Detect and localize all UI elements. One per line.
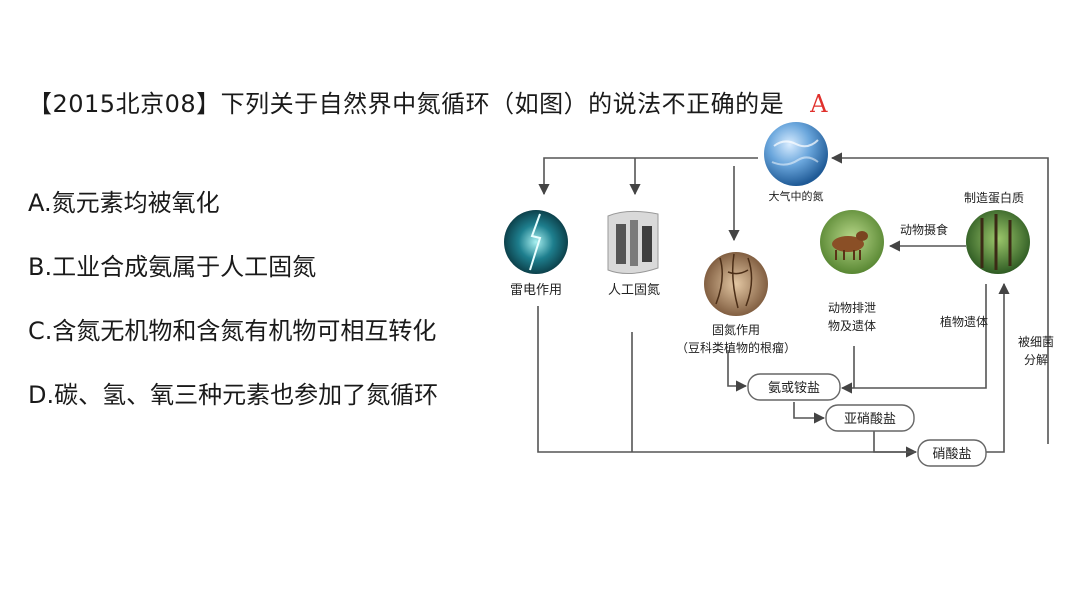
label-industrial: 人工固氮 [608, 283, 660, 298]
option-b[interactable]: B.工业合成氨属于人工固氮 [28, 250, 438, 314]
nitrogen-cycle-diagram: 大气中的氮 雷电作用 人工固氮 固氮作用 （豆科类植物的根瘤） 动物排泄 物及遗… [498, 122, 1080, 472]
question-stem: 【2015北京08】下列关于自然界中氮循环（如图）的说法不正确的是 A [28, 84, 828, 119]
forest-icon [966, 210, 1030, 274]
label-ammonia: 氨或铵盐 [768, 381, 820, 396]
answer-mark: A [810, 90, 828, 118]
arrow-nitrate-to-plants [986, 284, 1004, 452]
label-animal-excretion-2: 物及遗体 [828, 319, 876, 333]
option-c[interactable]: C.含氮无机物和含氮有机物可相互转化 [28, 314, 438, 378]
label-fixation-1: 固氮作用 [712, 322, 760, 337]
option-a[interactable]: A.氮元素均被氧化 [28, 186, 438, 250]
factory-icon [608, 211, 658, 273]
label-bacteria-1: 被细菌 [1018, 335, 1054, 349]
label-plant-remains: 植物遗体 [940, 314, 988, 329]
label-atmosphere: 大气中的氮 [769, 189, 824, 203]
label-lightning: 雷电作用 [510, 283, 562, 298]
label-animal-intake: 动物摄食 [900, 222, 948, 237]
label-animal-excretion-1: 动物排泄 [828, 301, 876, 315]
question-text: 【2015北京08】下列关于自然界中氮循环（如图）的说法不正确的是 [28, 90, 784, 118]
option-list: A.氮元素均被氧化 B.工业合成氨属于人工固氮 C.含氮无机物和含氮有机物可相互… [28, 186, 438, 442]
label-nitrite: 亚硝酸盐 [844, 412, 896, 427]
label-protein: 制造蛋白质 [964, 190, 1024, 205]
earth-globe-icon [764, 122, 828, 186]
lightning-icon [504, 210, 568, 274]
root-nodule-icon [704, 252, 768, 316]
arrow-fixation-to-ammonia [728, 350, 746, 386]
label-bacteria-2: 分解 [1024, 353, 1048, 367]
arrow-plant-remains-to-ammonia [842, 284, 986, 388]
arrow-ammonia-to-nitrite [794, 402, 824, 418]
arrow-to-lightning [544, 158, 758, 194]
label-nitrate: 硝酸盐 [932, 447, 971, 462]
option-d[interactable]: D.碳、氢、氧三种元素也参加了氮循环 [28, 378, 438, 442]
arrow-nitrite-to-nitrate [874, 430, 916, 452]
label-fixation-2: （豆科类植物的根瘤） [676, 340, 796, 355]
